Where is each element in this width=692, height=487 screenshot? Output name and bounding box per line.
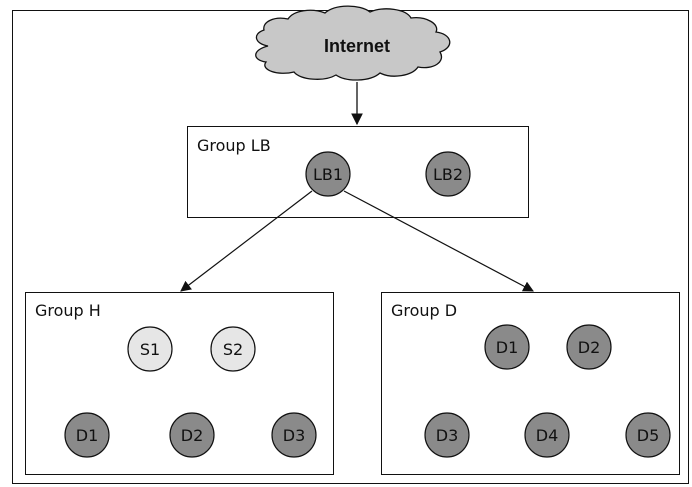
node-h-d1-circle <box>64 412 110 458</box>
node-d-d1-circle <box>484 324 530 370</box>
node-d-d2-label: D2 <box>578 338 601 357</box>
node-d-d2: D2 <box>566 324 612 370</box>
node-d-d4: D4 <box>524 412 570 458</box>
node-h-d2: D2 <box>169 412 215 458</box>
cloud-shape <box>255 5 451 81</box>
node-lb1: LB1 <box>305 151 351 197</box>
node-d-d5-label: D5 <box>637 426 660 445</box>
group-lb-title: Group LB <box>197 136 271 155</box>
node-d-d2-circle <box>566 324 612 370</box>
node-lb1-label: LB1 <box>313 165 343 184</box>
group-h: Group H S1 S2 D1 D2 D3 <box>25 292 334 475</box>
node-d-d3-circle <box>424 412 470 458</box>
node-lb2: LB2 <box>425 151 471 197</box>
node-h-d3: D3 <box>271 412 317 458</box>
node-h-s1-label: S1 <box>140 340 160 359</box>
node-d-d4-circle <box>524 412 570 458</box>
node-d-d4-label: D4 <box>536 426 559 445</box>
node-d-d5: D5 <box>625 412 671 458</box>
cloud-label: Internet <box>324 36 390 56</box>
node-h-d3-label: D3 <box>283 426 306 445</box>
node-d-d5-circle <box>625 412 671 458</box>
node-h-d1-label: D1 <box>76 426 99 445</box>
node-d-d3: D3 <box>424 412 470 458</box>
node-h-d3-circle <box>271 412 317 458</box>
node-h-d1: D1 <box>64 412 110 458</box>
group-d-title: Group D <box>391 301 457 320</box>
group-lb: Group LB LB1 LB2 <box>187 126 529 218</box>
node-h-s2: S2 <box>210 326 256 372</box>
edge-lb1-to-group-d <box>343 190 534 292</box>
node-h-s1-circle <box>127 326 173 372</box>
group-h-title: Group H <box>35 301 101 320</box>
node-d-d3-label: D3 <box>436 426 459 445</box>
node-d-d1-label: D1 <box>496 338 519 357</box>
node-lb2-circle <box>425 151 471 197</box>
node-h-d2-label: D2 <box>181 426 204 445</box>
internet-cloud: Internet <box>255 5 451 81</box>
node-h-s2-label: S2 <box>223 340 243 359</box>
node-lb2-label: LB2 <box>433 165 463 184</box>
group-d: Group D D1 D2 D3 D4 D5 <box>381 292 680 475</box>
node-h-s1: S1 <box>127 326 173 372</box>
edge-lb1-to-group-h <box>180 190 313 292</box>
node-d-d1: D1 <box>484 324 530 370</box>
node-lb1-circle <box>305 151 351 197</box>
group-lb-box <box>187 126 529 218</box>
node-h-s2-circle <box>210 326 256 372</box>
node-h-d2-circle <box>169 412 215 458</box>
